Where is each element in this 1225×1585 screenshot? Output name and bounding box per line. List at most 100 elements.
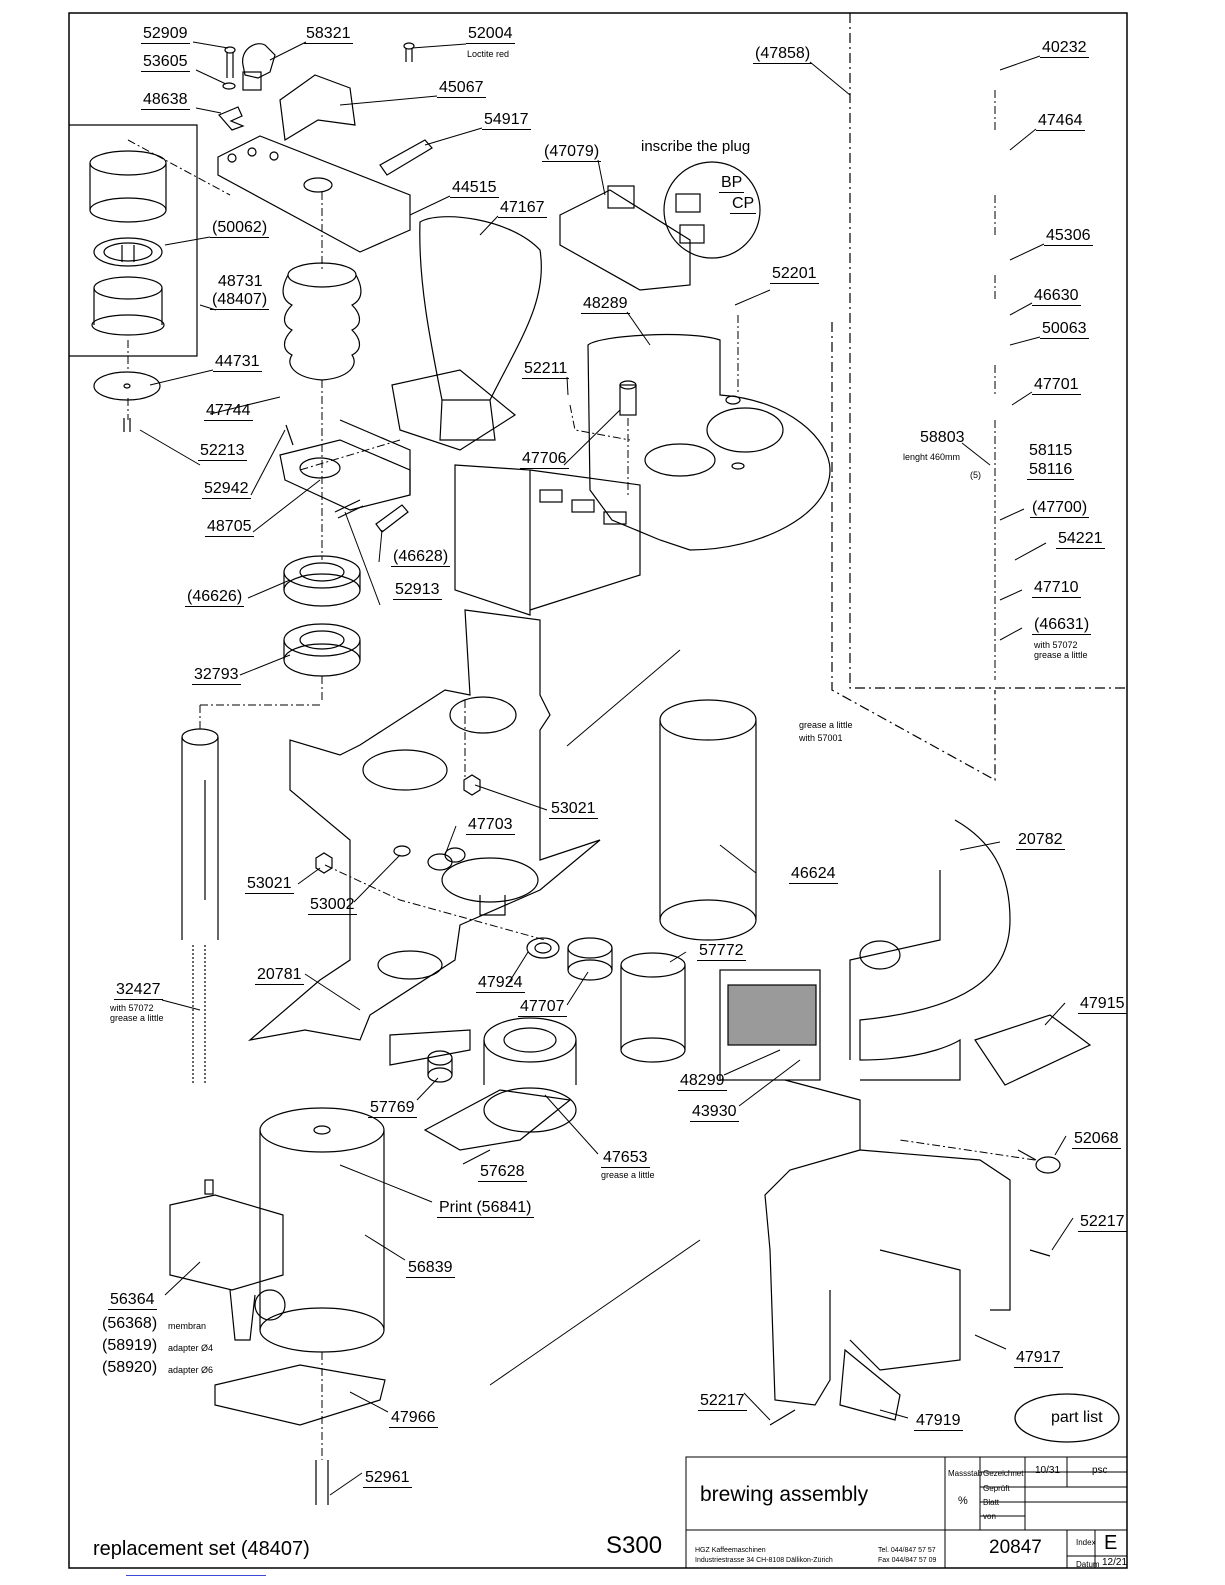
assembly-lines	[127, 90, 1036, 1460]
part-label-48731: 48731	[218, 273, 263, 290]
tb-fax: Fax 044/847 57 09	[878, 1557, 937, 1564]
part-label-57772: 57772	[697, 942, 746, 961]
part-label-48299: 48299	[678, 1072, 727, 1091]
shield-48289-side	[454, 464, 641, 616]
part-label-47744: 47744	[204, 402, 253, 421]
gasket-44731	[93, 371, 161, 401]
part-label-52211: 52211	[522, 360, 570, 379]
sleeve-47707	[567, 937, 613, 981]
elbow-fitting-58321	[242, 43, 276, 91]
hex-nut-53021b	[315, 852, 333, 874]
part-label-56368: (56368)	[102, 1315, 158, 1332]
bracket-45067	[279, 74, 356, 141]
block-44515	[217, 135, 411, 253]
part-label-47703: 47703	[466, 816, 515, 835]
part-label-52961: 52961	[363, 1469, 412, 1488]
sheet-border	[68, 12, 1128, 1569]
part-label-56364: 56364	[108, 1291, 157, 1310]
part-label-43930: 43930	[690, 1103, 739, 1122]
nipple-47706	[619, 380, 637, 416]
note-grease-a-little-c: grease a little	[110, 1013, 164, 1023]
dashed-group-right-2	[831, 322, 996, 782]
tb-index-label: Index	[1076, 1538, 1096, 1547]
tb-date: 10/31	[1035, 1465, 1061, 1476]
part-label-54221: 54221	[1056, 530, 1105, 549]
note-adapter-4: adapter Ø4	[168, 1343, 214, 1353]
title-block-grid	[685, 1456, 1128, 1569]
part-label-53021-b: 53021	[245, 875, 294, 894]
tb-address: Industriestrasse 34 CH-8108 Dällikon-Zür…	[695, 1557, 833, 1564]
part-label-48638: 48638	[141, 91, 190, 110]
part-list-link[interactable]: part list	[1051, 1409, 1103, 1426]
part-list-oval[interactable]	[1014, 1393, 1120, 1443]
hex-nut-53021a	[463, 774, 481, 796]
part-label-47710: 47710	[1032, 579, 1081, 598]
part-label-57628: 57628	[478, 1163, 527, 1182]
part-label-57769: 57769	[368, 1099, 417, 1118]
part-label-47701: 47701	[1032, 376, 1081, 395]
part-label-58920: (58920)	[102, 1359, 158, 1376]
tb-drawing-number: 20847	[989, 1537, 1042, 1558]
bracket-47966	[214, 1364, 386, 1426]
tb-datum-value: 12/21	[1102, 1557, 1128, 1568]
part-label-46626: (46626)	[185, 588, 245, 607]
part-label-47079: (47079)	[542, 143, 602, 162]
mount-plate-48705	[279, 419, 411, 511]
part-label-52068: 52068	[1072, 1130, 1121, 1149]
tb-gezeichnet: Gezeichnet	[983, 1469, 1024, 1478]
screw-52942	[285, 424, 294, 446]
part-label-47858: (47858)	[753, 45, 813, 64]
part-label-52213: 52213	[198, 442, 247, 461]
cylinder-46624	[659, 699, 757, 941]
part-label-58116: 58116	[1027, 461, 1075, 480]
note-grease-a-little-d: grease a little	[601, 1170, 655, 1180]
ring-32793	[283, 623, 361, 677]
part-label-47653: 47653	[601, 1149, 650, 1168]
part-label-53021-a: 53021	[549, 800, 598, 819]
note-with-57072-b: with 57072	[110, 1003, 154, 1013]
washer-53002	[393, 845, 411, 857]
washer-53605	[222, 82, 236, 90]
note-grease-a-little-a: grease a little	[1034, 650, 1088, 660]
part-label-47167: 47167	[498, 199, 547, 218]
tb-geprueft: Geprüft	[983, 1484, 1010, 1493]
part-label-46624: 46624	[789, 865, 838, 884]
note-membran: membran	[168, 1321, 207, 1331]
screw-52004	[403, 42, 415, 62]
screw-52909	[224, 46, 236, 78]
tb-initials: psc	[1092, 1465, 1108, 1476]
part-label-52913: 52913	[393, 581, 442, 600]
part-label-46630: 46630	[1032, 287, 1081, 306]
screw-52961	[315, 1460, 329, 1505]
part-label-47966: 47966	[389, 1409, 438, 1428]
coupling-47924	[526, 937, 560, 959]
part-label-58115: 58115	[1029, 442, 1073, 459]
screw-52217-upper	[1029, 1249, 1051, 1257]
tb-massstab: Massstab	[948, 1469, 983, 1478]
part-label-52201: 52201	[770, 265, 819, 284]
part-label-47917: 47917	[1014, 1349, 1063, 1368]
part-label-58803: 58803	[920, 429, 965, 446]
leader-lines	[139, 41, 1074, 1496]
ring-46626	[283, 555, 361, 607]
part-label-58321: 58321	[304, 25, 353, 44]
note-length-460mm: lenght 460mm	[903, 452, 961, 462]
tb-von: von	[983, 1512, 996, 1521]
dashed-group-right	[849, 13, 1127, 689]
part-label-48407: (48407)	[210, 291, 270, 310]
drawing-title: brewing assembly	[700, 1483, 869, 1506]
part-label-47706: 47706	[520, 450, 569, 469]
part-label-48289: 48289	[581, 295, 630, 314]
footer-link-underline[interactable]	[126, 1575, 266, 1576]
part-label-32793: 32793	[192, 666, 241, 685]
sleeve-57769	[427, 1050, 453, 1083]
housing-20782	[849, 819, 1011, 1081]
plate-48289	[587, 333, 831, 551]
tb-blatt: Blatt	[983, 1498, 1000, 1507]
part-label-54917: 54917	[482, 111, 531, 130]
screw-52068	[1017, 1149, 1061, 1174]
inset-parts	[89, 150, 167, 336]
bushing-57772	[620, 952, 686, 1063]
inscribe-plug-note: inscribe the plug	[641, 138, 751, 155]
